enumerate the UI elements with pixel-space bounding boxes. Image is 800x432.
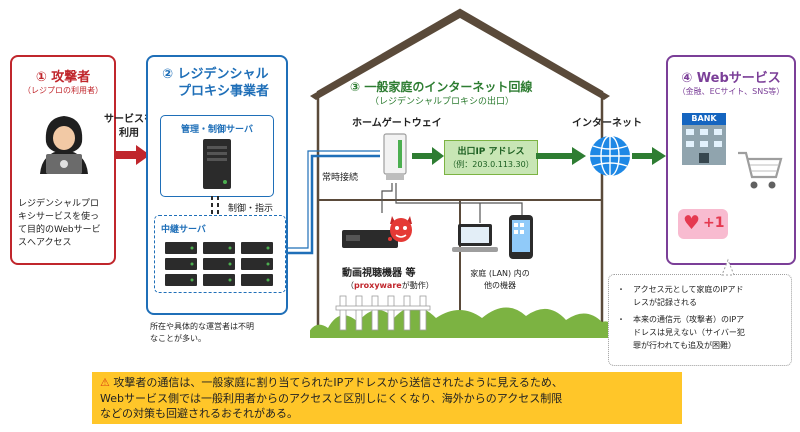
proxyware-label: （proxywareが動作） — [346, 280, 434, 291]
rack-servers-icon — [165, 242, 273, 286]
attacker-title: ① 攻撃者 — [35, 70, 91, 85]
warning-banner: ⚠ 攻撃者の通信は、一般家庭に割り当てられたIPアドレスから送信されたように見え… — [92, 372, 682, 424]
note2-line1: 本来の通信元（攻撃者）のIPア — [633, 315, 745, 324]
warning-icon: ⚠ — [100, 376, 110, 389]
operator-note: 所在や具体的な運営者は不明 なことが多い。 — [150, 321, 290, 345]
operator-box: ② レジデンシャル プロキシ事業者 管理・制御サーバ 制御・指示 中継サーバ — [146, 55, 288, 315]
attacker-desc-line: キシサービスを使っ — [18, 212, 100, 222]
web-notes-box: ・ アクセス元として家庭のIPアド レスが記録される ・ 本来の通信元（攻撃者）… — [608, 274, 792, 366]
lan-devices-label: 家庭 (LAN) 内の 他の機器 — [460, 268, 540, 292]
proxyware-suffix: が動作） — [401, 281, 434, 290]
internet-label: インターネット — [572, 118, 642, 129]
use-service-line2: 利用 — [119, 128, 139, 139]
control-server-box: 管理・制御サーバ — [160, 115, 274, 197]
note-item-1: ・ アクセス元として家庭のIPアド レスが記録される — [617, 283, 787, 309]
web-title: ④ Webサービス — [681, 71, 781, 86]
note-item-2: ・ 本来の通信元（攻撃者）のIPア ドレスは見えない（サイバー犯 罪が行われても… — [617, 313, 787, 352]
web-subtitle: （金融、ECサイト、SNS等） — [677, 87, 785, 96]
bank-windows — [686, 129, 722, 163]
globe-to-web-arrow — [632, 147, 666, 165]
home-gateway-icon — [383, 133, 407, 180]
lan-line1: 家庭 (LAN) 内の — [470, 269, 530, 278]
operator-title-line2: プロキシ事業者 — [178, 84, 270, 99]
gateway-label: ホームゲートウェイ — [352, 118, 442, 129]
globe-icon — [590, 135, 630, 177]
like-count: +1 — [703, 215, 725, 231]
control-server-label: 管理・制御サーバ — [181, 125, 253, 135]
server-tower-icon — [203, 139, 231, 189]
malware-devil-icon — [390, 216, 412, 242]
proxyware-word: proxyware — [354, 281, 402, 290]
shopping-cart-icon — [738, 151, 783, 189]
relay-server-box: 中継サーバ — [154, 215, 286, 293]
hacker-icon — [40, 116, 88, 174]
exit-ip-label: 出口IP アドレス — [457, 147, 525, 157]
use-service-arrow — [114, 145, 150, 165]
attacker-subtitle: （レジプロの利用者） — [23, 86, 103, 95]
operator-title-line1: ② レジデンシャル — [162, 67, 269, 82]
web-service-box: ④ Webサービス （金融、ECサイト、SNS等） BANK ♥ +1 — [666, 55, 796, 265]
note2-line2: ドレスは見えない（サイバー犯 — [633, 328, 745, 337]
operator-title: ② レジデンシャル プロキシ事業者 — [162, 66, 286, 100]
ip-to-globe-arrow — [536, 147, 586, 165]
operator-note-line2: なことが多い。 — [150, 334, 206, 343]
video-device-label: 動画視聴機器 等 — [342, 268, 416, 279]
home-subtitle: （レジデンシャルプロキシの出口） — [370, 97, 515, 107]
set-top-box-icon — [342, 230, 398, 248]
smartphone-icon — [509, 215, 533, 259]
lan-line2: 他の機器 — [484, 281, 516, 290]
operator-note-line1: 所在や具体的な運営者は不明 — [150, 322, 254, 331]
warning-line1: 攻撃者の通信は、一般家庭に割り当てられたIPアドレスから送信されたように見えるた… — [113, 376, 563, 389]
exit-ip-example: （例：203.0.113.30） — [448, 160, 534, 169]
relay-connection-line — [286, 150, 380, 255]
bank-building-icon: BANK — [682, 113, 726, 165]
bank-sign: BANK — [682, 113, 726, 125]
laptop-icon — [452, 224, 498, 252]
lan-cable-lines — [381, 183, 523, 223]
attacker-desc-line: スへアクセス — [18, 238, 72, 248]
control-instruction-label: 制御・指示 — [228, 204, 274, 214]
warning-line2: Webサービス側では一般利用者からのアクセスと区別しにくくなり、海外からのアクセ… — [100, 391, 563, 405]
home-title: ③ 一般家庭のインターネット回線 — [350, 80, 533, 94]
bullet-icon: ・ — [617, 285, 625, 294]
warning-text: ⚠ 攻撃者の通信は、一般家庭に割り当てられたIPアドレスから送信されたように見え… — [100, 375, 680, 422]
attacker-desc-line: て目的のWebサービ — [18, 225, 101, 235]
attacker-description: レジデンシャルプロ キシサービスを使っ て目的のWebサービ スへアクセス — [18, 198, 112, 250]
warning-line3: などの対策も回避されるおそれがある。 — [100, 407, 298, 420]
note2-line3: 罪が行われても追及が困難） — [633, 341, 736, 350]
gateway-to-ip-arrow — [412, 147, 444, 165]
always-on-label: 常時接続 — [322, 173, 359, 183]
use-service-line1: サービスを — [104, 114, 154, 125]
proxyware-prefix: （ — [346, 281, 354, 290]
use-service-label: サービスを 利用 — [96, 113, 162, 141]
exit-ip-box: 出口IP アドレス （例：203.0.113.30） — [444, 140, 538, 175]
note1-line2: レスが記録される — [633, 298, 697, 307]
notes-pointer — [721, 258, 735, 276]
relay-server-label: 中継サーバ — [161, 225, 206, 235]
bullet-icon: ・ — [617, 315, 625, 324]
note1-line1: アクセス元として家庭のIPアド — [633, 285, 744, 294]
attacker-desc-line: レジデンシャルプロ — [18, 199, 100, 209]
attacker-box: ① 攻撃者 （レジプロの利用者） レジデンシャルプロ キシサービスを使っ て目的… — [10, 55, 116, 265]
like-badge: ♥ +1 — [678, 209, 728, 239]
heart-icon: ♥ — [683, 212, 701, 234]
